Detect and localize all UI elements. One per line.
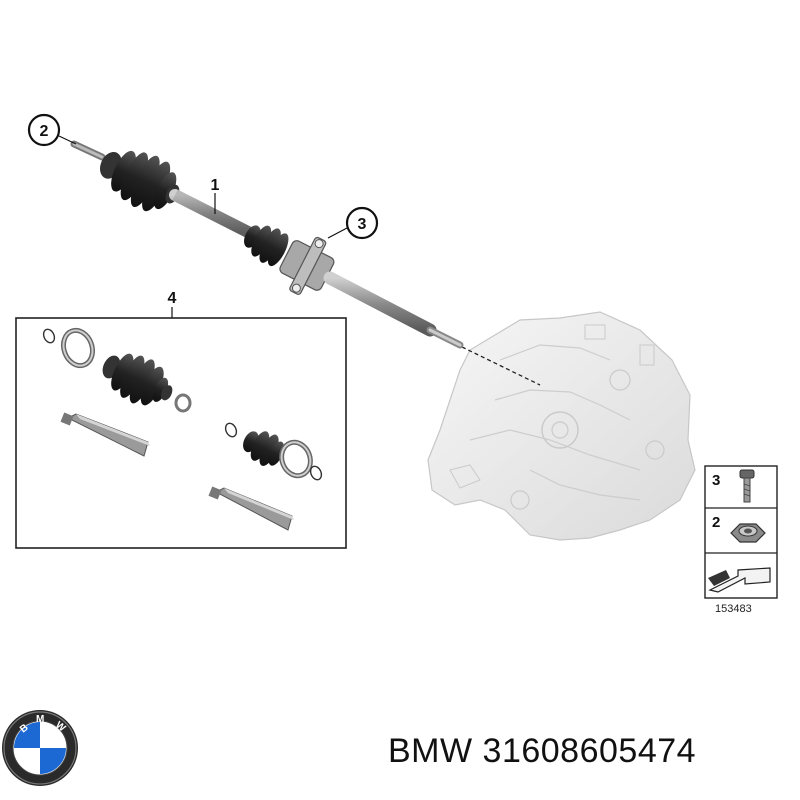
driveshaft-assembly: [70, 140, 464, 349]
part-number: 31608605474: [482, 732, 697, 770]
parts-legend: 3 2: [704, 465, 778, 599]
callout-label: 2: [40, 123, 49, 140]
footer-part-label: BMW 31608605474: [388, 732, 788, 771]
alignment-dashed-line: [461, 346, 541, 386]
brand-name: BMW: [388, 732, 473, 770]
boot-kit-group: 4: [15, 290, 347, 549]
legend-row-2-label: 2: [712, 514, 720, 531]
callout-3-bolt: 3: [327, 206, 379, 240]
reference-number: 153483: [715, 603, 752, 615]
arrow-icon: [708, 567, 771, 593]
transmission-housing: [427, 311, 696, 541]
bmw-roundel-logo: B M W: [2, 710, 78, 786]
collar-nut-icon: [730, 523, 766, 543]
svg-text:M: M: [36, 714, 44, 725]
bolt-icon: [739, 469, 755, 503]
callout-2-driveshaft-nut: 2: [27, 113, 77, 147]
callout-label: 3: [358, 216, 367, 233]
callout-label: 4: [168, 290, 177, 307]
callout-label: 1: [211, 177, 220, 194]
legend-row-3-label: 3: [712, 472, 720, 489]
callout-1-driveshaft: 1: [211, 177, 220, 214]
